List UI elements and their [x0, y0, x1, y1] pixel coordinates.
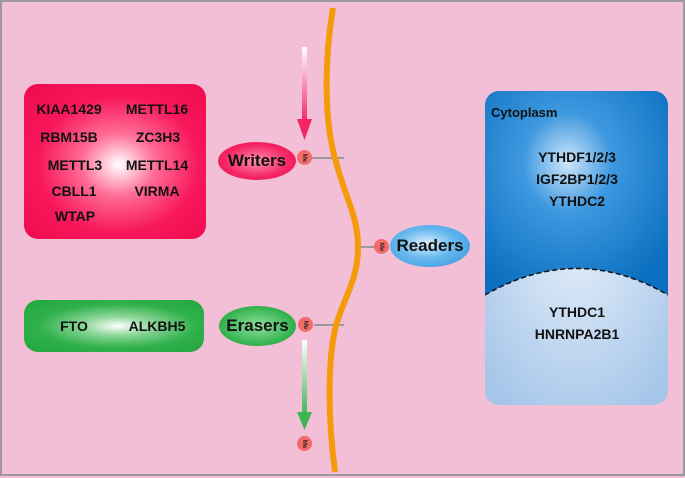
methyl-mark-reader: Me [374, 239, 389, 254]
writer-gene: METTL3 [47, 157, 103, 173]
methyl-mark-writer: Me [297, 150, 312, 165]
writer-arrow-shaft [302, 47, 307, 122]
nuclear-membrane [485, 267, 668, 296]
writer-gene: VIRMA [134, 183, 180, 199]
eraser-arrow-shaft [302, 340, 307, 415]
reader-gene-nucleus: YTHDC1 [548, 304, 606, 320]
methyl-mark-removed: Me [297, 436, 312, 451]
methyl-mark-eraser: Me [298, 317, 313, 332]
writer-gene: METTL16 [125, 101, 189, 117]
cytoplasm-label: Cytoplasm [491, 105, 558, 120]
reader-gene-cytoplasm: YTHDF1/2/3 [538, 149, 616, 165]
writer-arrow-head [297, 119, 312, 140]
erasers-label: Erasers [219, 306, 296, 346]
writer-gene: KIAA1429 [36, 101, 102, 117]
eraser-gene: ALKBH5 [128, 318, 186, 334]
writer-gene: ZC3H3 [135, 129, 181, 145]
writer-gene: WTAP [54, 208, 96, 224]
writer-gene: METTL14 [125, 157, 189, 173]
writer-gene: RBM15B [40, 129, 98, 145]
readers-label: Readers [390, 225, 470, 267]
writers-label: Writers [218, 142, 296, 180]
writer-gene: CBLL1 [51, 183, 97, 199]
eraser-gene: FTO [60, 318, 88, 334]
erasers-gene-box [24, 300, 204, 352]
cytoplasm-region [485, 91, 668, 295]
reader-gene-cytoplasm: IGF2BP1/2/3 [536, 171, 618, 187]
reader-gene-nucleus: HNRNPA2B1 [534, 326, 620, 342]
eraser-arrow-head [297, 412, 312, 430]
rna-strand [323, 7, 362, 473]
reader-gene-cytoplasm: YTHDC2 [548, 193, 606, 209]
writers-gene-box [24, 84, 206, 239]
readers-compartment [485, 91, 668, 405]
